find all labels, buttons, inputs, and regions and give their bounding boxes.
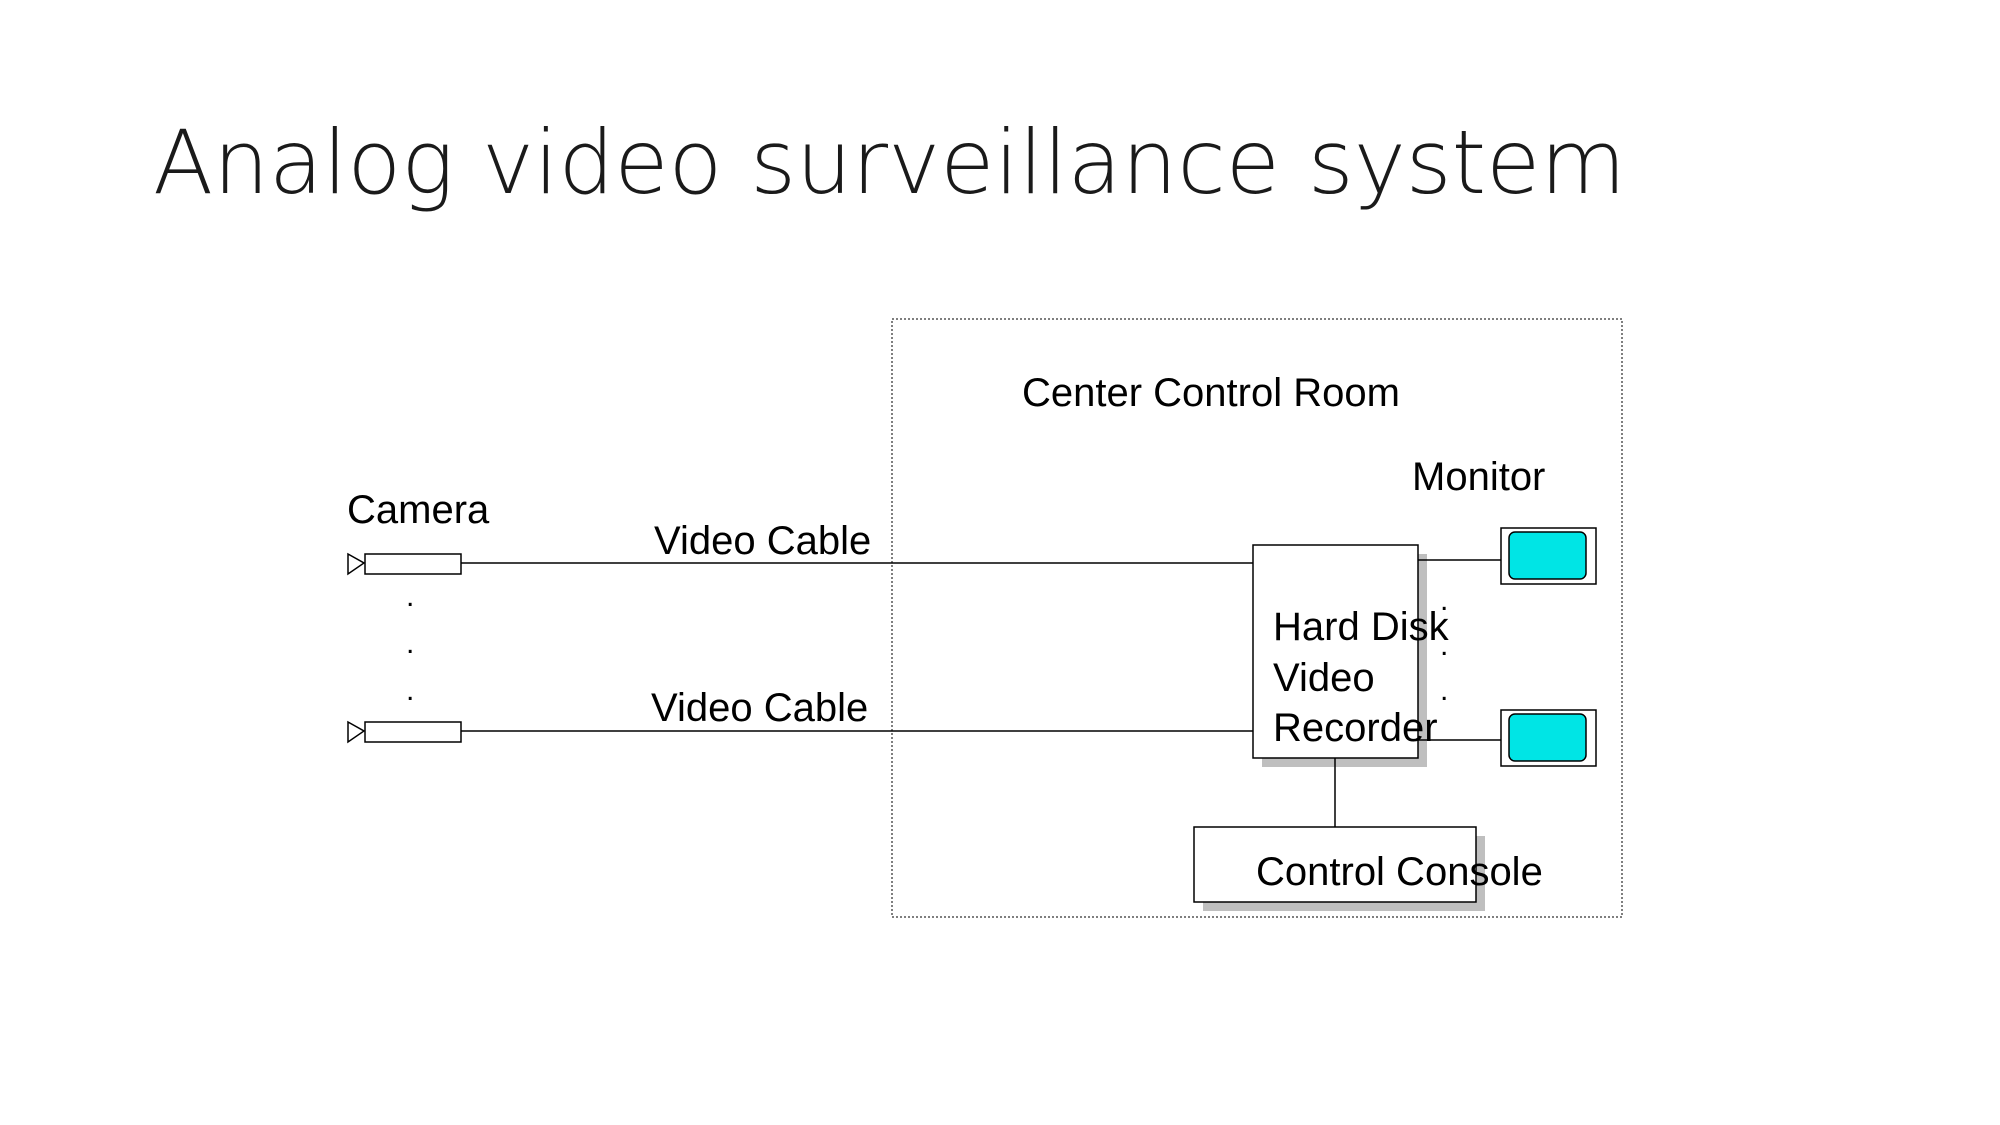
camera-icon (347, 552, 462, 576)
camera-label: Camera (347, 488, 490, 532)
monitor-label: Monitor (1412, 455, 1545, 499)
recorder-label-line: Video (1273, 656, 1375, 700)
video-cable-label: Video Cable (651, 686, 868, 730)
control-console-label: Control Console (1256, 850, 1543, 894)
recorder-label-line: Hard Disk (1273, 605, 1450, 649)
monitor-icon (1500, 527, 1597, 585)
camera-ellipsis-dot: . (406, 627, 414, 660)
camera-icon (347, 720, 462, 744)
monitor-ellipsis-dot: . (1440, 629, 1448, 662)
camera-ellipsis-dot: . (406, 580, 414, 613)
control-console (1193, 826, 1477, 903)
slide-title: Analog video surveillance system (153, 111, 1627, 214)
monitor-icon (1500, 709, 1597, 767)
camera-ellipsis-dot: . (406, 674, 414, 707)
recorder-label-line: Recorder (1273, 706, 1438, 750)
video-cable-label: Video Cable (654, 519, 871, 563)
monitor-ellipsis-dot: . (1440, 674, 1448, 707)
control-room-label: Center Control Room (1022, 371, 1400, 415)
monitor-ellipsis-dot: . (1440, 584, 1448, 617)
control-room-boundary (891, 318, 1623, 918)
